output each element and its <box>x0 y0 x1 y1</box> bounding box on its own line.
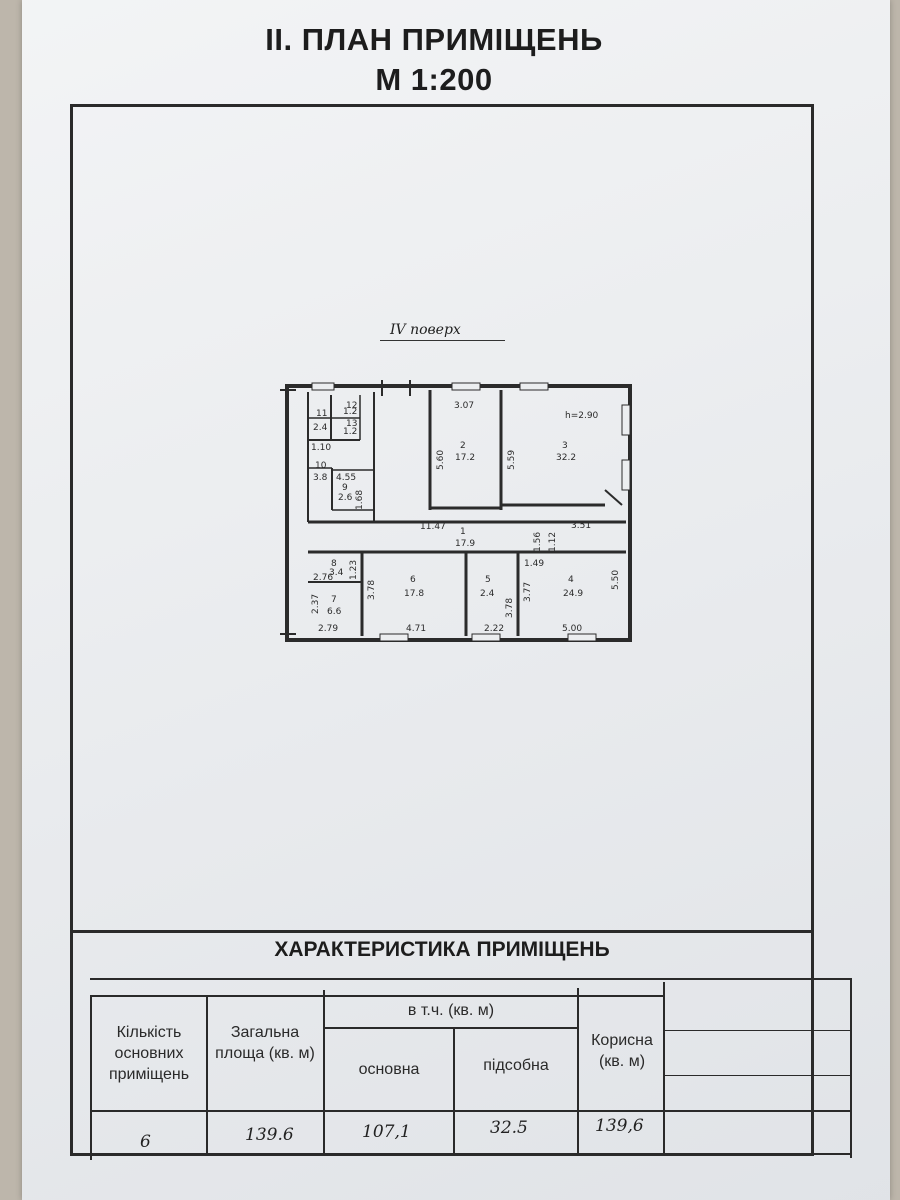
table-extra-line <box>665 1030 852 1031</box>
table-border-top <box>70 930 814 933</box>
dimension-label: 5.00 <box>562 624 582 634</box>
header-incl: в т.ч. (кв. м) <box>407 1002 495 1019</box>
window <box>379 633 409 642</box>
dimension-label: 1.10 <box>311 443 331 453</box>
table-row-line <box>90 995 665 997</box>
room-area: 3.4 <box>329 568 344 578</box>
dimension-label: 1.68 <box>355 490 365 510</box>
dimension-label: 3.07 <box>454 401 474 411</box>
dimension-label: 5.50 <box>611 570 621 590</box>
dimension-label: 1.56 <box>533 532 543 552</box>
room-number: 8 <box>331 559 337 569</box>
dimension-label: 3.77 <box>523 582 533 602</box>
table-values-line <box>90 1110 852 1112</box>
dimension-label: 2.79 <box>318 624 338 634</box>
header-total: Загальна площа (кв. м) <box>215 1024 315 1062</box>
table-col-line <box>453 1027 455 1155</box>
document-sheet <box>22 0 890 1200</box>
room-number: 13 <box>346 419 357 429</box>
table-col-line <box>577 988 579 1155</box>
characteristics-title: ХАРАКТЕРИСТИКА ПРИМІЩЕНЬ <box>274 938 610 961</box>
scale-label: М 1:200 <box>375 62 493 97</box>
dimension-label: 2.37 <box>311 594 321 614</box>
dimension-label: 11.47 <box>420 522 446 532</box>
room-area: 2.4 <box>313 423 328 433</box>
room-area: 6.6 <box>327 607 342 617</box>
table-col-line <box>206 995 208 1155</box>
room-number: 6 <box>410 575 416 585</box>
room-area: 24.9 <box>563 589 583 599</box>
room-area: 3.8 <box>313 473 328 483</box>
room-area: 17.9 <box>455 539 475 549</box>
floor-label: IV поверх <box>390 322 461 338</box>
room-number: 3 <box>562 441 568 451</box>
dimension-label: 3.78 <box>367 580 377 600</box>
dimension-label: 3.51 <box>571 521 591 531</box>
header-main: основна <box>358 1061 420 1078</box>
value-useful: 139,6 <box>595 1116 644 1136</box>
value-main: 107,1 <box>362 1122 411 1142</box>
document-title: II. ПЛАН ПРИМІЩЕНЬ <box>265 22 603 57</box>
value-aux: 32.5 <box>490 1118 528 1138</box>
room-area: 32.2 <box>556 453 576 463</box>
room-area: 1.2 <box>343 427 357 437</box>
room-number: 10 <box>315 461 327 471</box>
dimension-label: 1.23 <box>349 560 359 580</box>
window <box>311 382 335 391</box>
window <box>621 459 631 491</box>
dimension-label: 3.78 <box>505 598 515 618</box>
room-area: 1.2 <box>343 407 357 417</box>
table-subheader-line <box>325 1027 577 1029</box>
dimension-label: 5.59 <box>507 450 517 470</box>
dimension-label: 1.49 <box>524 559 544 569</box>
header-useful: Корисна (кв. м) <box>591 1032 653 1070</box>
header-count: Кількість основних приміщень <box>108 1024 190 1083</box>
table-col-line <box>663 982 665 1155</box>
dimension-label: 4.71 <box>406 624 426 634</box>
room-area: 2.4 <box>480 589 495 599</box>
room-number: 5 <box>485 575 491 585</box>
dimension-label: 1.12 <box>548 532 558 552</box>
dimension-label: 2.76 <box>313 573 333 583</box>
table-bottom-border <box>90 1153 852 1155</box>
room-number: 1 <box>460 527 466 537</box>
window <box>471 633 501 642</box>
window <box>567 633 597 642</box>
dimension-label: 4.55 <box>336 473 356 483</box>
dimension-label: 5.60 <box>436 450 446 470</box>
window <box>519 382 549 391</box>
table-header-line <box>90 978 852 980</box>
value-count: 6 <box>140 1132 151 1152</box>
outer-wall <box>285 384 632 642</box>
floor-label-underline <box>380 340 505 341</box>
height-note: h=2.90 <box>565 411 599 421</box>
value-total: 139.6 <box>245 1125 294 1145</box>
room-number: 9 <box>342 483 348 493</box>
room-area: 2.6 <box>338 493 353 503</box>
table-left-border <box>90 995 92 1160</box>
room-number: 4 <box>568 575 574 585</box>
room-area: 17.2 <box>455 453 475 463</box>
wall-room3-right <box>604 489 623 506</box>
room-number: 2 <box>460 441 466 451</box>
header-aux: підсобна <box>483 1057 549 1074</box>
dimension-label: 2.22 <box>484 624 504 634</box>
table-col-line <box>323 990 325 1155</box>
table-right-border <box>850 978 852 1158</box>
room-number: 12 <box>346 401 357 411</box>
room-number: 7 <box>331 595 337 605</box>
table-extra-line <box>665 1075 852 1076</box>
window <box>621 404 631 436</box>
room-area: 17.8 <box>404 589 424 599</box>
room-number: 11 <box>316 409 327 419</box>
window <box>451 382 481 391</box>
